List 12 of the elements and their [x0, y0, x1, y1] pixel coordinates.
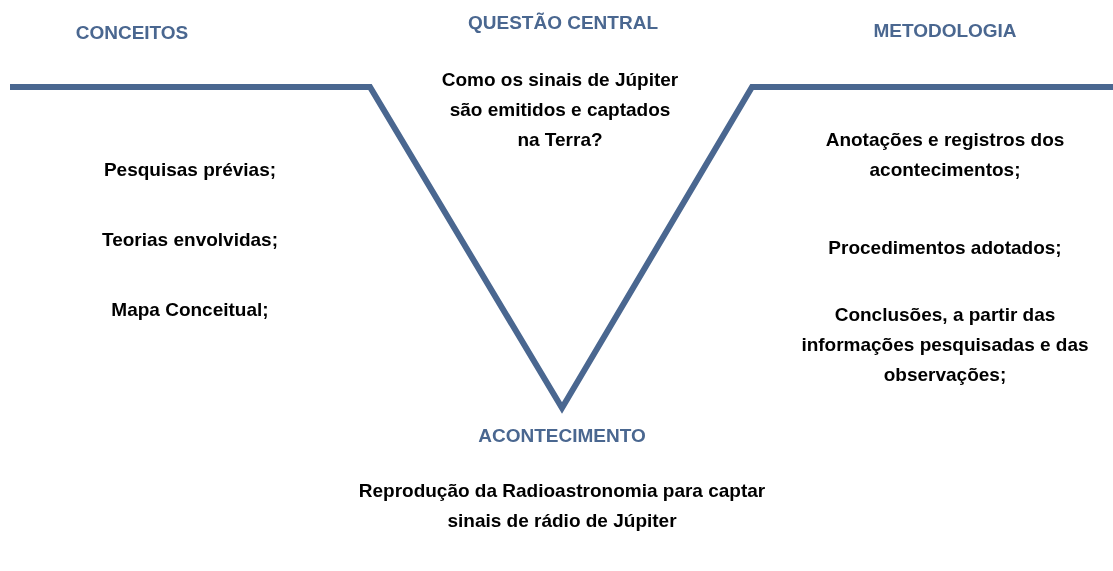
body-text: Teorias envolvidas; — [101, 228, 279, 252]
body-text: Conclusões, a partir das informações pesquisadas e das observações; — [800, 303, 1090, 387]
section-heading: CONCEITOS — [74, 22, 190, 44]
body-text: Procedimentos adotados; — [827, 236, 1063, 260]
body-text: Como os sinais de Júpiter são emitidos e captados na Terra? — [440, 68, 680, 152]
section-heading: ACONTECIMENTO — [477, 425, 647, 447]
body-text: Mapa Conceitual; — [110, 298, 270, 322]
body-text: Pesquisas prévias; — [102, 158, 278, 182]
body-text: Anotações e registros dos acontecimentos; — [824, 128, 1066, 182]
section-heading: QUESTÃO CENTRAL — [467, 12, 659, 34]
body-text: Reprodução da Radioastronomia para captar sinais de rádio de Júpiter — [357, 479, 767, 533]
section-heading: METODOLOGIA — [872, 20, 1018, 42]
